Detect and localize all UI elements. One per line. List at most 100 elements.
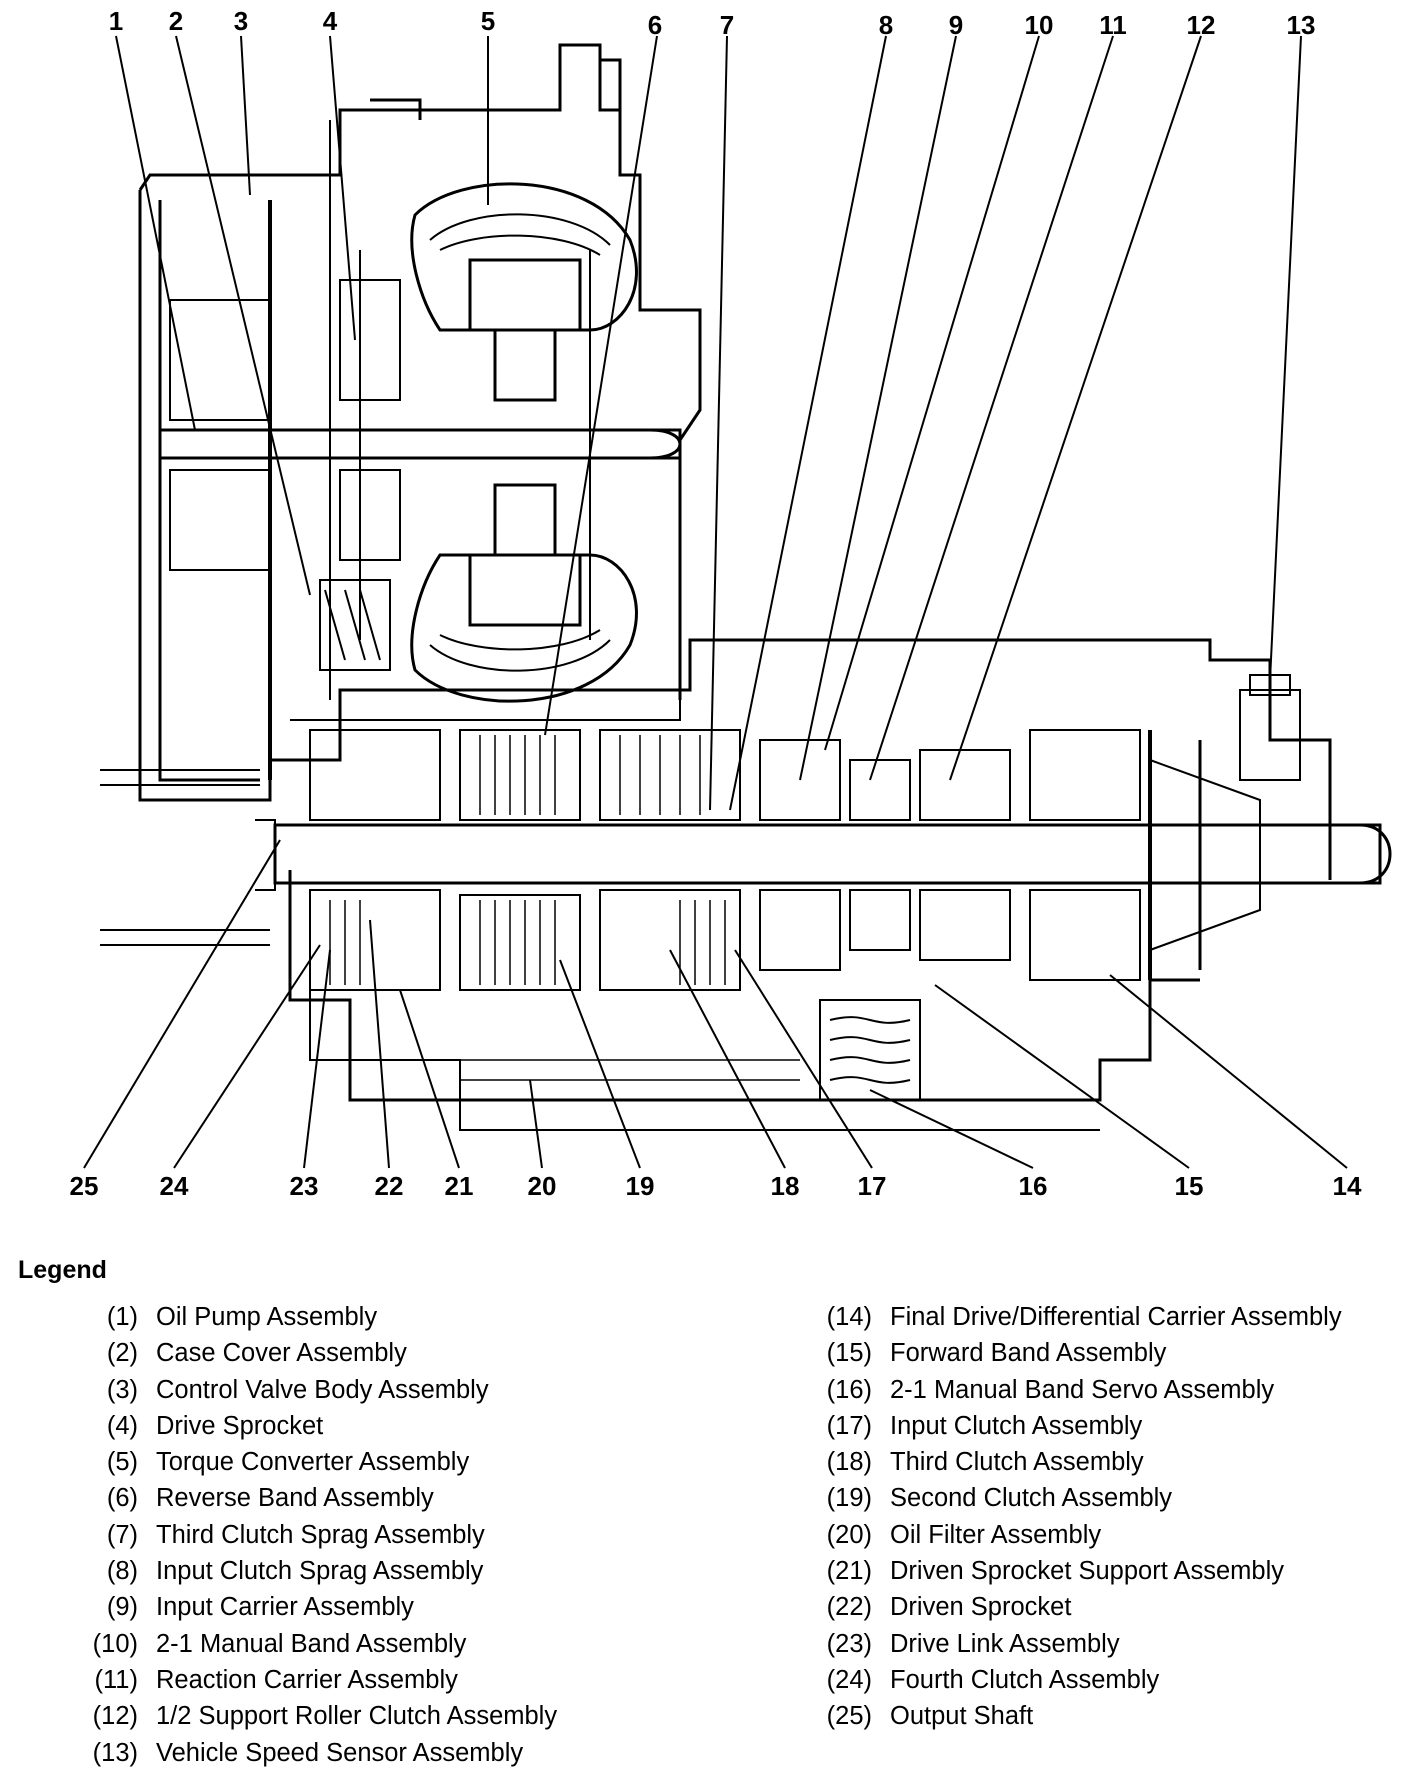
legend-label: Oil Pump Assembly <box>156 1303 378 1331</box>
callout-21: 21 <box>445 1171 474 1200</box>
legend-label: Drive Link Assembly <box>890 1629 1120 1658</box>
callout-23: 23 <box>290 1171 319 1200</box>
legend-number: (17) <box>826 1411 872 1440</box>
legend-label: Third Clutch Assembly <box>890 1448 1144 1477</box>
legend-label: Output Shaft <box>890 1702 1034 1731</box>
legend-item: (4) Drive Sprocket <box>66 1412 557 1448</box>
leader-lines <box>83 35 1348 1169</box>
legend-label: Driven Sprocket <box>890 1593 1072 1622</box>
legend-label: Reaction Carrier Assembly <box>156 1665 458 1694</box>
legend-item: (21) Driven Sprocket Support Assembly <box>816 1557 1342 1593</box>
callout-17: 17 <box>858 1171 887 1200</box>
callout-20: 20 <box>528 1171 557 1200</box>
legend-number: (22) <box>826 1593 872 1622</box>
legend-label: Final Drive/Differential Carrier Assembl… <box>890 1303 1342 1331</box>
callout-24: 24 <box>160 1171 189 1200</box>
legend-left-column: (1) Oil Pump Assembly (2) Case Cover Assem… <box>66 1303 557 1775</box>
legend-label: Torque Converter Assembly <box>156 1448 470 1477</box>
legend-item: (9)Input Carrier Assembly <box>66 1593 557 1629</box>
legend-title: Legend <box>18 1256 107 1284</box>
callout-22: 22 <box>375 1171 404 1200</box>
callout-3: 3 <box>234 6 248 36</box>
legend-number: (7) <box>106 1520 138 1549</box>
legend-item: (15) Forward Band Assembly <box>816 1339 1342 1375</box>
legend-item: (19) Second Clutch Assembly <box>816 1484 1342 1520</box>
callout-15: 15 <box>1175 1171 1204 1200</box>
legend-item: (2) Case Cover Assembly <box>66 1339 557 1375</box>
legend-number: (19) <box>826 1484 872 1513</box>
callout-12: 12 <box>1187 10 1216 40</box>
callout-10: 10 <box>1025 10 1054 40</box>
callout-8: 8 <box>879 10 893 40</box>
legend-label: Third Clutch Sprag Assembly <box>156 1520 485 1549</box>
legend-number: (6) <box>106 1484 138 1513</box>
legend-number: (4) <box>106 1411 138 1440</box>
legend-number: (5) <box>106 1448 138 1477</box>
legend-number: (20) <box>826 1520 872 1549</box>
legend-item: (23) Drive Link Assembly <box>816 1630 1342 1666</box>
legend-label: Input Clutch Sprag Assembly <box>156 1557 484 1586</box>
legend-label: Oil Filter Assembly <box>890 1520 1102 1549</box>
legend-item: (24) Fourth Clutch Assembly <box>816 1666 1342 1702</box>
callout-11: 11 <box>1099 10 1127 40</box>
legend-item: (8) Input Clutch Sprag Assembly <box>66 1557 557 1593</box>
legend-number: (9) <box>106 1593 138 1622</box>
legend-label: Control Valve Body Assembly <box>156 1375 489 1404</box>
callout-19: 19 <box>626 1171 655 1200</box>
legend-item: (25) Output Shaft <box>816 1702 1342 1738</box>
callout-18: 18 <box>771 1171 800 1200</box>
callout-numbers: 1 2 3 4 5 6 7 8 9 10 11 12 13 25 24 23 2… <box>70 6 1362 1200</box>
legend-number: (8) <box>106 1557 138 1586</box>
legend-number: (15) <box>826 1339 872 1368</box>
legend-right-column: (14)Final Drive/Differential Carrier Ass… <box>816 1303 1342 1739</box>
legend-label: Reverse Band Assembly <box>156 1484 434 1513</box>
legend-number: (16) <box>826 1375 872 1404</box>
legend-number: (1) <box>106 1303 138 1331</box>
legend-number: (2) <box>106 1339 138 1368</box>
legend-label: Case Cover Assembly <box>156 1339 407 1368</box>
legend-number: (10) <box>92 1629 138 1658</box>
legend-item: (3) Control Valve Body Assembly <box>66 1376 557 1412</box>
callout-14: 14 <box>1333 1171 1362 1200</box>
legend-label: Drive Sprocket <box>156 1411 324 1440</box>
legend-item: (13) Vehicle Speed Sensor Assembly <box>66 1739 557 1775</box>
legend-item: (17) Input Clutch Assembly <box>816 1412 1342 1448</box>
callout-5: 5 <box>481 6 495 36</box>
transmission-cross-section-diagram: 1 2 3 4 5 6 7 8 9 10 11 12 13 25 24 23 2… <box>70 6 1392 1200</box>
legend-item: (14)Final Drive/Differential Carrier Ass… <box>816 1303 1342 1339</box>
legend-label: Vehicle Speed Sensor Assembly <box>156 1738 524 1767</box>
legend-item: (7) Third Clutch Sprag Assembly <box>66 1521 557 1557</box>
callout-1: 1 <box>109 6 123 36</box>
legend-item: (18) Third Clutch Assembly <box>816 1448 1342 1484</box>
legend-item: (20) Oil Filter Assembly <box>816 1521 1342 1557</box>
legend-number: (12) <box>92 1702 138 1731</box>
legend-item: (6) Reverse Band Assembly <box>66 1484 557 1520</box>
legend-number: (13) <box>92 1738 138 1767</box>
legend-number: (21) <box>826 1557 872 1586</box>
legend-number: (23) <box>826 1629 872 1658</box>
callout-9: 9 <box>949 10 963 40</box>
legend-number: (18) <box>826 1448 872 1477</box>
legend-item: (10) 2-1 Manual Band Assembly <box>66 1630 557 1666</box>
legend-item: (1) Oil Pump Assembly <box>66 1303 557 1339</box>
legend-number: (3) <box>106 1375 138 1404</box>
legend-number: (25) <box>826 1702 872 1731</box>
legend-label: 2-1 Manual Band Servo Assembly <box>890 1375 1275 1404</box>
callout-25: 25 <box>70 1171 99 1200</box>
legend-item: (5) Torque Converter Assembly <box>66 1448 557 1484</box>
legend-label: Driven Sprocket Support Assembly <box>890 1557 1285 1586</box>
callout-16: 16 <box>1019 1171 1048 1200</box>
legend-label: 2-1 Manual Band Assembly <box>156 1629 467 1658</box>
legend-label: 1/2 Support Roller Clutch Assembly <box>156 1702 558 1731</box>
callout-7: 7 <box>720 10 734 40</box>
callout-2: 2 <box>169 6 183 36</box>
legend-item: (16) 2-1 Manual Band Servo Assembly <box>816 1376 1342 1412</box>
legend-label: Input Clutch Assembly <box>890 1411 1143 1440</box>
legend-label: Second Clutch Assembly <box>890 1484 1173 1513</box>
legend-item: (11)Reaction Carrier Assembly <box>66 1666 557 1702</box>
legend-item: (12) 1/2 Support Roller Clutch Assembly <box>66 1702 557 1738</box>
callout-4: 4 <box>323 6 338 36</box>
legend-number: (24) <box>826 1665 872 1694</box>
legend-label: Forward Band Assembly <box>890 1339 1167 1368</box>
legend-label: Fourth Clutch Assembly <box>890 1665 1160 1694</box>
